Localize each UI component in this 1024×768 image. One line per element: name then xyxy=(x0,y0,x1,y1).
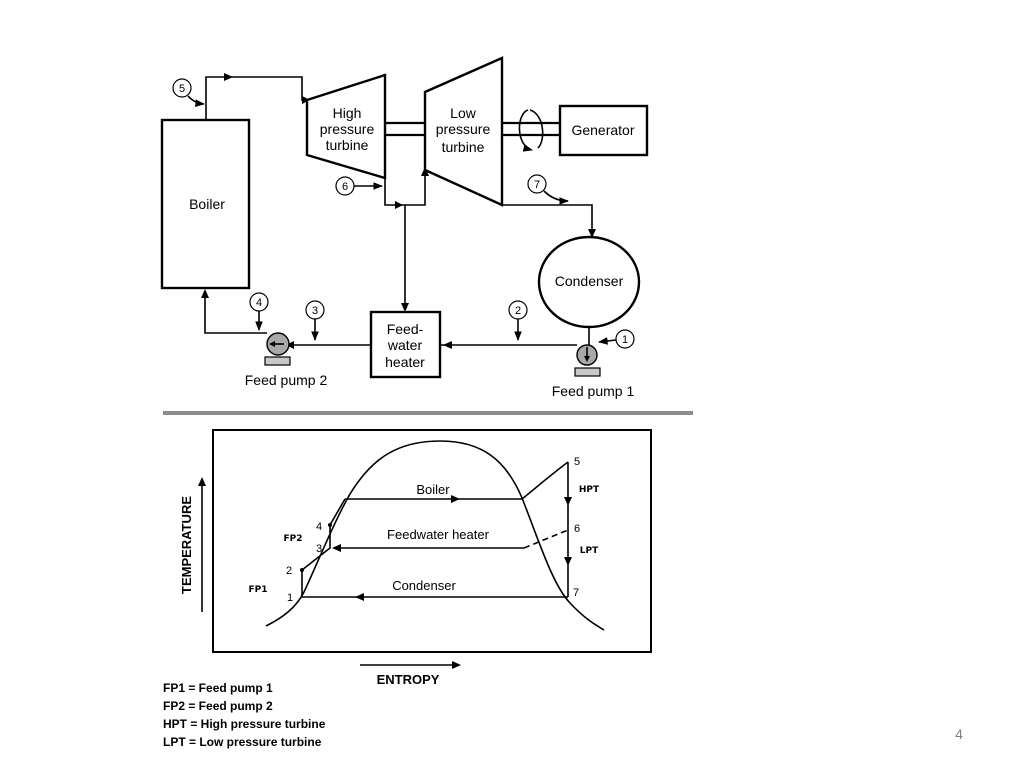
state-5-circle xyxy=(172,78,192,98)
state-7-marker: 7 xyxy=(527,174,569,205)
ts-fp1-label: FP1 xyxy=(248,585,267,595)
ts-point-4-label: 4 xyxy=(316,521,322,533)
steam-flow-arrow xyxy=(224,73,233,81)
ts-boiler-arrow xyxy=(451,495,460,503)
state-4-marker: 4 xyxy=(249,292,269,331)
state-3-marker: 3 xyxy=(305,300,325,341)
shaft-rotation-arc-back xyxy=(529,109,544,149)
generator-box xyxy=(558,104,649,157)
cycle-schematic: Boiler High pressure turbine Low pressur… xyxy=(160,56,649,399)
ts-pump-path xyxy=(301,498,346,597)
state-4-label: 4 xyxy=(256,297,262,309)
lp-turbine-label-line1: Low xyxy=(450,105,477,121)
feed-pump-2-label: Feed pump 2 xyxy=(245,372,328,388)
ts-condenser-arrow xyxy=(355,593,364,601)
ts-condenser-label: Condenser xyxy=(392,578,456,593)
ts-superheat-line xyxy=(521,461,569,500)
state-1-circle xyxy=(615,329,635,349)
steam-line-to-hp-turbine xyxy=(205,76,307,120)
state-7-circle xyxy=(527,174,547,194)
feed-pump-1-base xyxy=(574,367,601,377)
ts-feedwater-heater-arrow xyxy=(332,544,341,552)
hp-exhaust-flow-arrow xyxy=(395,201,403,209)
state-5-marker: 5 xyxy=(172,78,205,107)
abbreviation-legend: FP1 = Feed pump 1 FP2 = Feed pump 2 HPT … xyxy=(163,681,326,749)
ts-diagram-frame xyxy=(212,429,652,653)
ts-lpt-arrow xyxy=(564,557,572,566)
ts-point-2-label: 2 xyxy=(286,565,292,577)
state-7-label: 7 xyxy=(534,179,540,191)
state-6-marker: 6 xyxy=(335,176,383,196)
ts-point-2-dot xyxy=(300,568,304,572)
temperature-axis-label: TEMPERATURE xyxy=(179,496,194,594)
state-2-label: 2 xyxy=(515,305,521,317)
feed-pump-2-inner-arrowhead xyxy=(269,341,275,347)
lp-exhaust-line xyxy=(502,204,593,232)
legend-item-hpt: HPT = High pressure turbine xyxy=(163,717,326,731)
heater-to-pump2-arrow xyxy=(286,341,294,349)
ts-bleed-dashed-line xyxy=(523,529,569,549)
hp-exhaust-line xyxy=(384,172,426,206)
state-1-pointer xyxy=(598,337,617,345)
ts-point-7-label: 7 xyxy=(573,587,579,599)
entropy-axis-label: ENTROPY xyxy=(377,672,440,687)
ts-fp2-label: FP2 xyxy=(283,534,302,544)
lp-turbine-label-line3: turbine xyxy=(442,139,485,155)
hp-turbine-label-line1: High xyxy=(333,105,362,121)
feedwater-heater-label-line1: Feed- xyxy=(387,321,424,337)
legend-item-lpt: LPT = Low pressure turbine xyxy=(163,735,322,749)
condenser-inlet-arrow xyxy=(588,229,596,238)
temperature-axis-arrow xyxy=(198,477,206,486)
state-1-label: 1 xyxy=(622,334,628,346)
ts-lpt-label: LPT xyxy=(580,546,599,556)
ts-point-6-label: 6 xyxy=(574,523,580,535)
page-number: 4 xyxy=(955,726,963,742)
pump2-to-boiler-line xyxy=(204,296,267,334)
state-2-marker: 2 xyxy=(508,300,528,341)
hp-turbine-label-line3: turbine xyxy=(326,137,369,153)
feed-pump-2-base xyxy=(264,356,291,366)
state-1-marker: 1 xyxy=(598,329,635,349)
ts-boiler-label: Boiler xyxy=(416,482,450,497)
entropy-axis-arrow xyxy=(452,661,461,669)
legend-item-fp1: FP1 = Feed pump 1 xyxy=(163,681,273,695)
hp-turbine-label-line2: pressure xyxy=(320,121,375,137)
state-7-pointer xyxy=(543,190,569,205)
ts-feedwater-heater-label: Feedwater heater xyxy=(387,527,490,542)
boiler-label: Boiler xyxy=(189,196,225,212)
ts-diagram: Boiler Feedwater heater Condenser 1 2 3 … xyxy=(212,429,652,653)
boiler-box xyxy=(160,118,251,290)
feedwater-heater-label-line2: water xyxy=(387,337,423,353)
ts-point-1-label: 1 xyxy=(287,592,293,604)
condenser-label: Condenser xyxy=(555,273,624,289)
bleed-steam-arrow xyxy=(401,303,409,312)
legend-item-fp2: FP2 = Feed pump 2 xyxy=(163,699,273,713)
feedwater-heater-label-line3: heater xyxy=(385,354,425,370)
feedwater-heater-box xyxy=(369,310,442,379)
ts-point-4-dot xyxy=(328,523,332,527)
state-5-label: 5 xyxy=(179,83,185,95)
shaft-rotation-arrow xyxy=(518,109,533,152)
ts-point-3-label: 3 xyxy=(316,543,322,555)
state-5-pointer xyxy=(187,95,205,107)
feed-pump-1 xyxy=(574,344,601,377)
feed-pump-1-label: Feed pump 1 xyxy=(552,383,635,399)
ts-hpt-arrow xyxy=(564,497,572,506)
lp-turbine-label-line2: pressure xyxy=(436,121,491,137)
boiler-inlet-arrow xyxy=(201,289,209,298)
lp-turbine-inlet-arrow xyxy=(421,167,429,176)
generator-label: Generator xyxy=(571,122,634,138)
state-3-label: 3 xyxy=(312,305,318,317)
ts-axes: TEMPERATURE ENTROPY xyxy=(179,477,461,687)
state-6-label: 6 xyxy=(342,181,348,193)
ts-hpt-label: HPT xyxy=(579,485,600,495)
ts-point-5-label: 5 xyxy=(574,456,580,468)
feed-pump-2 xyxy=(264,332,291,366)
pump1-to-heater-arrow xyxy=(443,341,452,349)
feed-pump-1-inner-arrowhead xyxy=(584,356,590,362)
